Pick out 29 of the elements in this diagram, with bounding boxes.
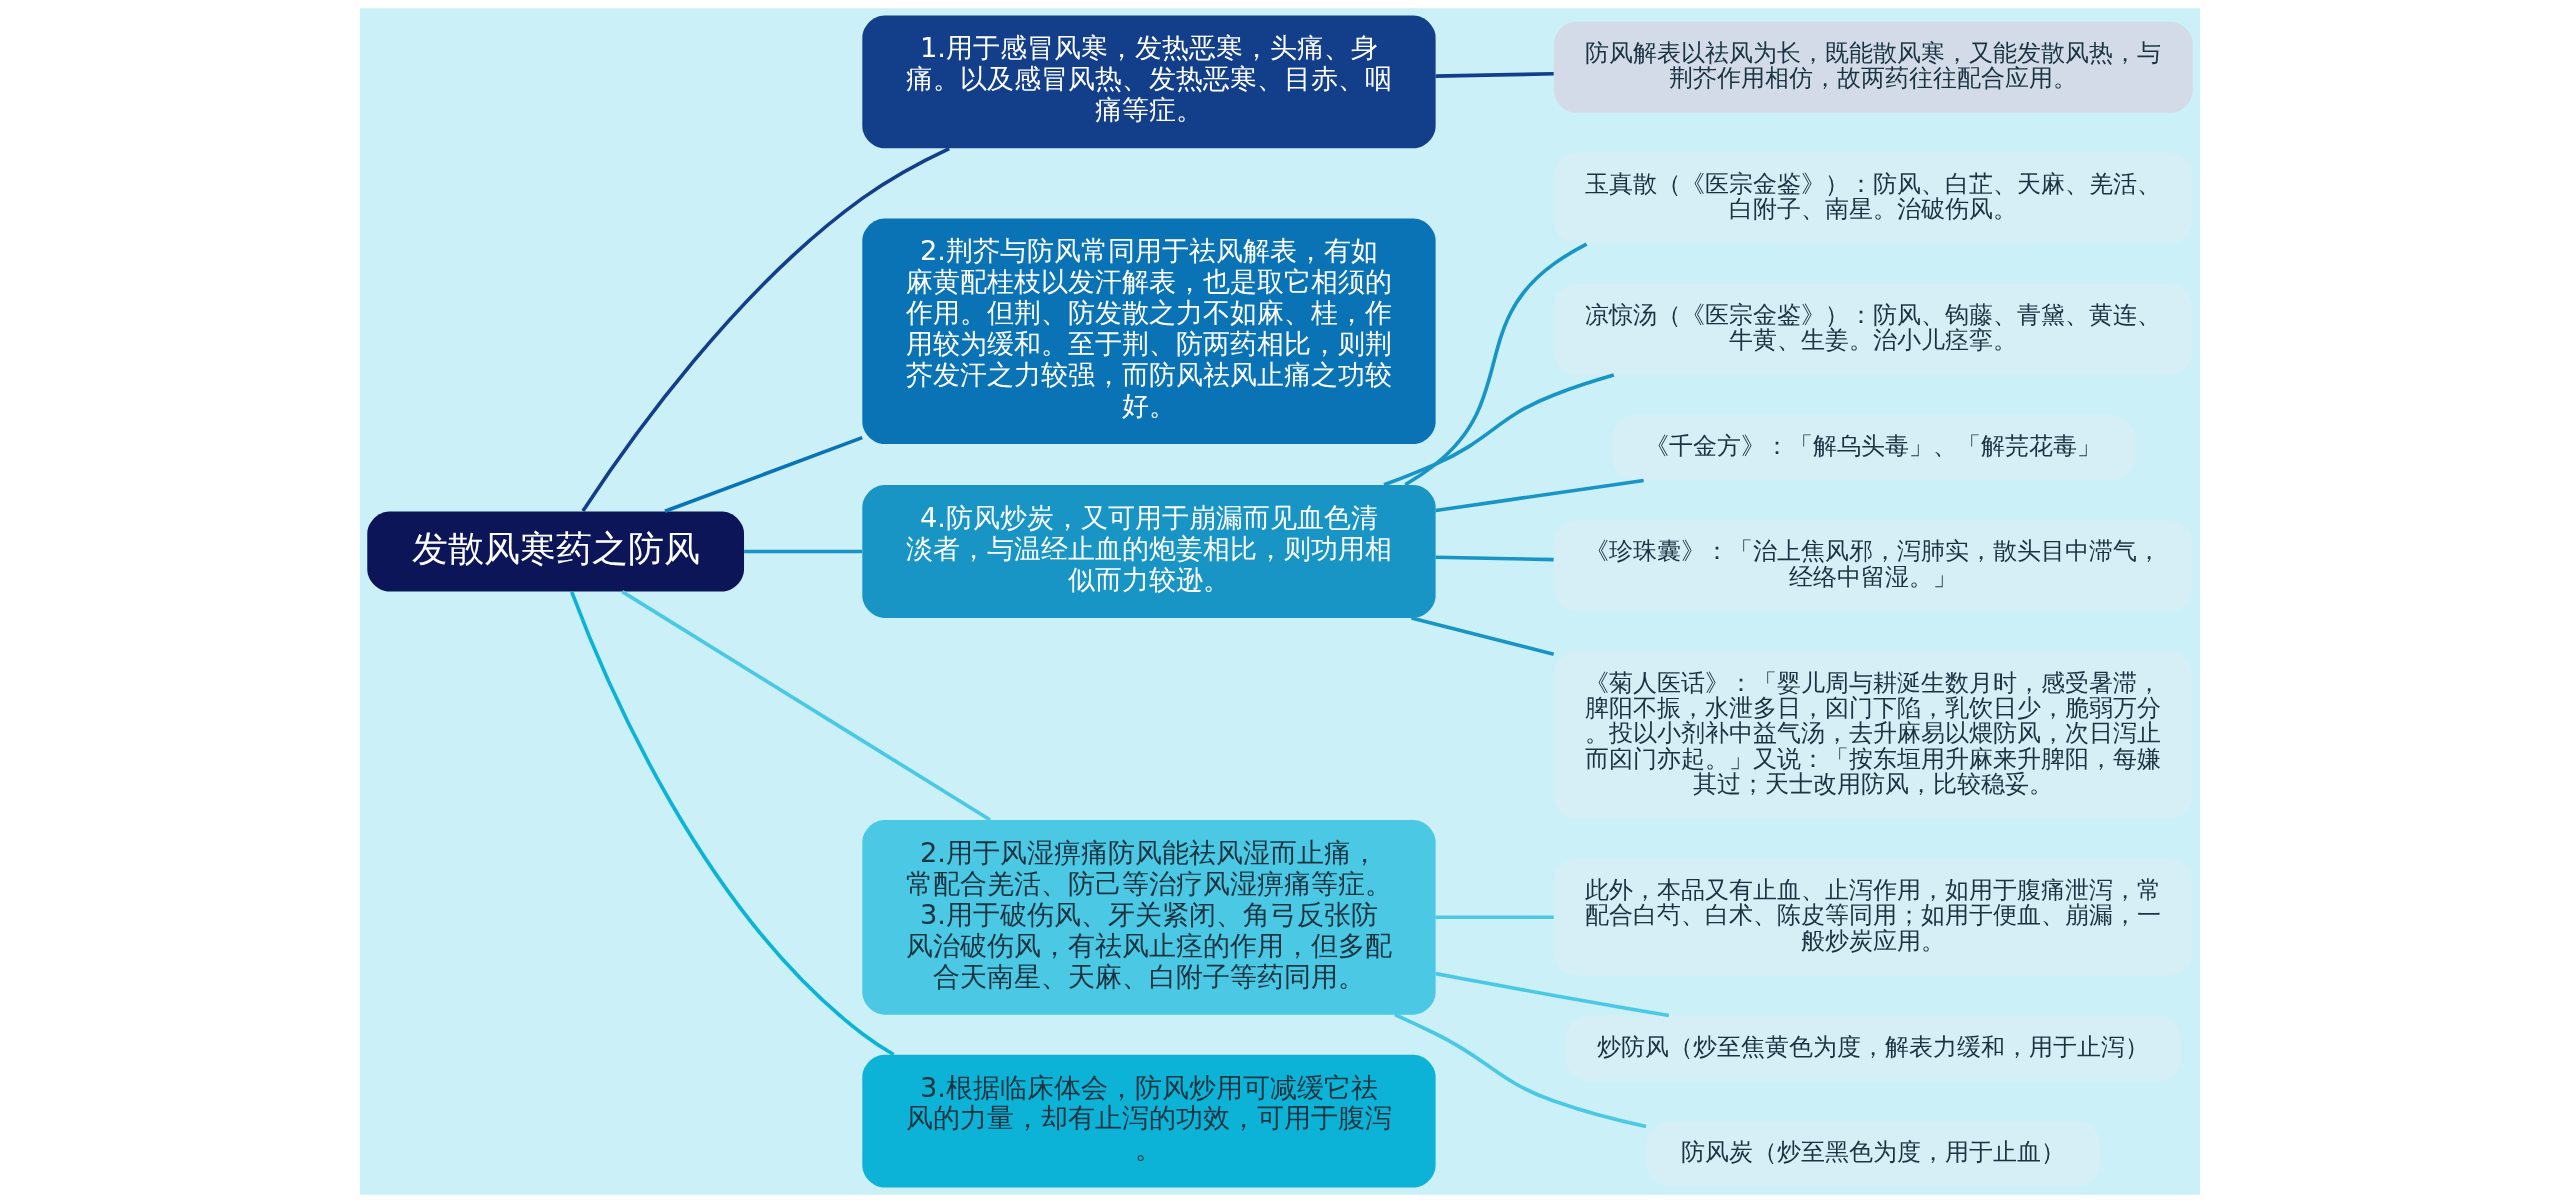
node-box: 2.荆芥与防风常同用于祛风解表，有如麻黄配桂枝以发汗解表，也是取它相须的作用。但荆、防发散之力不如麻、桂，作用较为缓和。至于荆、防两药相比，则荆芥发汗之力较强，而防风祛风止痛之功较好。 xyxy=(862,218,1436,445)
node-box: 3.根据临床体会，防风炒用可减缓它祛风的力量，却有止泻的功效，可用于腹泻。 xyxy=(862,1054,1436,1188)
node-box: 1.用于感冒风寒，发热恶寒，头痛、身痛。以及感冒风热、发热恶寒、目赤、咽痛等症。 xyxy=(862,15,1436,149)
connector xyxy=(1394,1013,1647,1129)
connector xyxy=(1404,242,1588,487)
connector xyxy=(1435,478,1644,513)
connector xyxy=(1435,555,1554,562)
node-box: 《千金方》：「解乌头毒」、「解芫花毒」 xyxy=(1612,414,2135,481)
connector xyxy=(570,591,895,1057)
connector xyxy=(621,590,991,822)
connector xyxy=(1435,971,1670,1018)
node-box: 4.防风炒炭，又可用于崩漏而见血色清淡者，与温经止血的炮姜相比，则功用相似而力较逊。 xyxy=(862,485,1436,618)
connector xyxy=(581,146,950,513)
node-box: 此外，本品又有止血、止泻作用，如用于腹痛泄泻，常配合白芍、白术、陈皮等同用；如用于便血、崩漏，一般炒炭应用。 xyxy=(1553,859,2193,976)
connector xyxy=(664,435,863,514)
node-box: 凉惊汤（《医宗金鉴》）：防风、钩藤、青黛、黄连、牛黄、生姜。治小儿痉挛。 xyxy=(1553,283,2193,375)
connector xyxy=(1383,373,1615,487)
connector xyxy=(1411,616,1555,656)
node-box: 炒防风（炒至焦黄色为度，解表力缓和，用于止泻） xyxy=(1565,1015,2181,1082)
connector xyxy=(1435,915,1554,920)
node-box: 《珍珠囊》：「治上焦风邪，泻肺实，散头目中滞气，经络中留湿。」 xyxy=(1553,520,2193,612)
node-box: 《菊人医话》：「婴儿周与耕涎生数月时，感受暑滞，脾阳不振，水泄多日，囟门下陷，乳饮日少，脆弱万分。投以小剂补中益气汤，去升麻易以煨防风，次日泻止而囟门亦起。」又说：「按东垣用升麻来升脾阳，每嫌其过；天士改用防风，比较稳妥。 xyxy=(1553,651,2193,819)
node-box: 防风解表以祛风为长，既能散风寒，又能发散风热，与荆芥作用相仿，故两药往往配合应用。 xyxy=(1553,21,2193,113)
node-box: 2.用于风湿痹痛防风能祛风湿而止痛，常配合羌活、防己等治疗风湿痹痛等症。3.用于破伤风、牙关紧闭、角弓反张防风治破伤风，有祛风止痉的作用，但多配合天南星、天麻、白附子等药同用。 xyxy=(862,819,1436,1015)
connector xyxy=(744,549,863,554)
connector xyxy=(1435,71,1554,78)
node-box: 防风炭（炒至黑色为度，用于止血） xyxy=(1646,1121,2100,1187)
node-box: 玉真散（《医宗金鉴》）：防风、白芷、天麻、羌活、白附子、南星。治破伤风。 xyxy=(1553,152,2193,244)
node-box: 发散风寒药之防风 xyxy=(367,511,744,592)
